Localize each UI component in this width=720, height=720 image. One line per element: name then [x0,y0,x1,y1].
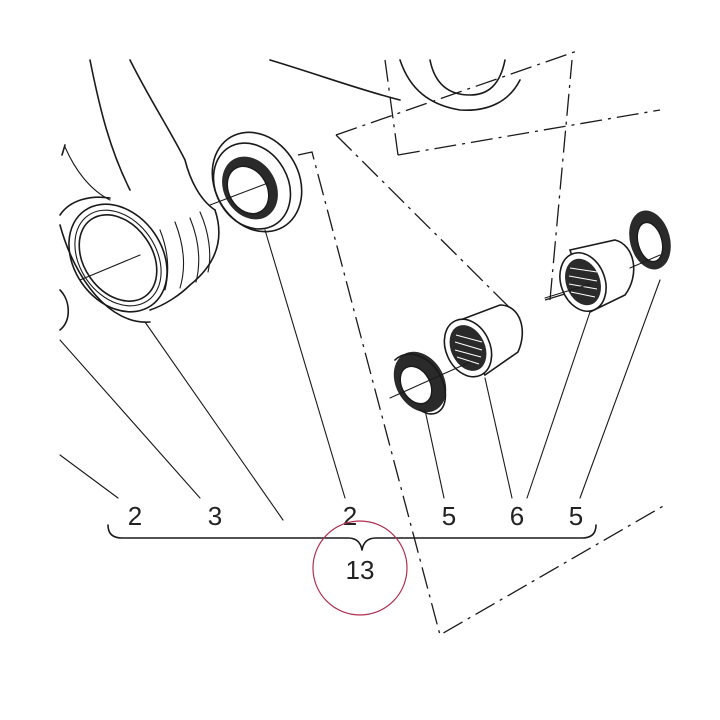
highlight-circle [312,520,408,616]
callout-6: 6 [510,501,524,531]
needle-bearing-right [559,239,635,314]
seal-ring-left [211,131,303,233]
axis-line-left [79,182,269,281]
group-brace [107,524,597,551]
axis-line-middle [389,361,471,399]
seal-ring-middle [393,351,447,415]
leader-lines [59,229,661,521]
callout-5-right: 5 [569,501,583,531]
axis-line-right [544,254,661,299]
group-number-13: 13 [346,555,375,585]
tube-bore [68,203,168,313]
callout-3: 3 [208,501,222,531]
callout-5-left: 5 [442,501,456,531]
swingarm-body [59,59,521,331]
callout-2-left: 2 [128,501,142,531]
needle-bearing-middle [443,304,524,378]
guide-lines [297,49,666,636]
callout-2-middle: 2 [343,501,357,531]
